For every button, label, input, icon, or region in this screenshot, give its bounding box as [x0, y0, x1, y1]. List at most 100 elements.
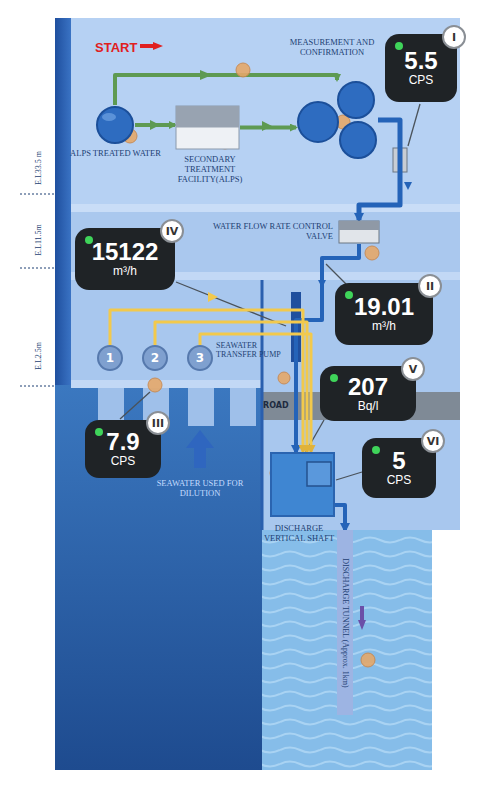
flow-arrow: [262, 121, 272, 131]
flow-arrow: [150, 120, 160, 130]
pump-label: SEAWATER TRANSFER PUMP: [216, 341, 282, 359]
node-outline: [270, 452, 335, 517]
tank-shape: [340, 122, 376, 158]
gauge-panel: I5.5CPS: [385, 34, 457, 102]
pump-circle: 2: [142, 345, 168, 371]
intake-channel: [188, 388, 214, 426]
gauge-value: 207: [348, 374, 388, 399]
elevation-label: E.L11.5m: [34, 224, 43, 256]
elevation-ticks: [20, 194, 55, 386]
sampling-point: [361, 653, 375, 667]
leader-line: [336, 472, 362, 480]
shaft-chamber: [307, 462, 331, 486]
callout-number: IV: [160, 219, 184, 243]
gauge-panel: V207Bq/l: [320, 366, 416, 421]
callout-number: II: [418, 274, 442, 298]
sampling-point: [365, 246, 379, 260]
gauge-unit: Bq/l: [358, 399, 379, 413]
road-label: ROAD: [263, 401, 289, 410]
pump-circle: 3: [187, 345, 213, 371]
quay-edge: [71, 380, 262, 388]
flow-arrow: [208, 292, 218, 302]
callout-number: I: [442, 25, 466, 49]
gauge-panel: VI5CPS: [362, 438, 436, 498]
process-node: ALPS TREATED WATER: [68, 103, 163, 175]
tank-shape: [97, 107, 133, 143]
gauge-panel: III7.9CPS: [85, 420, 161, 478]
flow-arrow: [318, 280, 326, 288]
sea: [55, 385, 262, 770]
gauge-value: 5: [392, 448, 405, 473]
gauge-unit: CPS: [409, 73, 434, 87]
pipe-connector: [115, 75, 337, 105]
shaft-shape: [271, 453, 334, 516]
status-dot: [395, 42, 403, 50]
status-dot: [372, 446, 380, 454]
elevation-tick: [20, 386, 55, 387]
facility-shape: [176, 106, 239, 149]
tunnel-label: DISCHARGE TUNNEL (Approx. 1km): [341, 558, 350, 687]
gauge-unit: m³/h: [113, 264, 137, 278]
tank-highlight: [102, 113, 116, 121]
intake-arrow: [186, 430, 214, 468]
facility-roof: [176, 106, 239, 128]
outflow-arrow: [358, 606, 366, 630]
node-label: SECONDARY TREATMENT FACILITY(ALPS): [160, 155, 260, 184]
elevation-tick: [20, 194, 55, 195]
process-node: WATER FLOW RATE CONTROL VALVE: [205, 218, 385, 250]
sea-outlet: [262, 530, 432, 770]
node-label: ALPS TREATED WATER: [68, 149, 163, 159]
gauge-value: 19.01: [354, 294, 414, 319]
pump-number: 3: [196, 351, 204, 365]
pipe-connector: [335, 505, 345, 530]
leader-line: [176, 282, 286, 326]
gauge-unit: CPS: [387, 473, 412, 487]
leader-line: [120, 392, 150, 419]
status-dot: [330, 374, 338, 382]
gauge-value: 5.5: [404, 48, 437, 73]
process-node: MEASUREMENT AND CONFIRMATION: [282, 38, 382, 162]
gauge-panel: IV15122m³/h: [75, 228, 175, 290]
elevation-label: E.L33.5 m: [34, 151, 43, 185]
elevation-tick: [20, 268, 55, 269]
intake-label: SEAWATER USED FOR DILUTION: [150, 478, 250, 498]
node-label: WATER FLOW RATE CONTROL VALVE: [205, 222, 333, 242]
node-outline: [296, 80, 378, 160]
tank-shape: [298, 102, 338, 142]
pump-number: 1: [106, 351, 114, 365]
valve-top: [339, 221, 379, 230]
sampling-point: [236, 63, 250, 77]
intake-channel: [230, 388, 256, 426]
node-outline: [338, 220, 380, 244]
pump-number: 2: [151, 351, 159, 365]
gauge-panel: II19.01m³/h: [335, 283, 433, 345]
elevation-label: E.L2.5m: [34, 342, 43, 370]
tank-shape: [338, 82, 374, 118]
flow-arrow: [404, 182, 412, 190]
callout-number: III: [146, 411, 170, 435]
shaft-area: [262, 280, 460, 530]
node-outline: [95, 105, 135, 145]
status-dot: [345, 291, 353, 299]
gauge-value: 7.9: [106, 429, 139, 454]
gauge-value: 15122: [92, 239, 159, 264]
gauge-unit: m³/h: [372, 319, 396, 333]
start-label: START: [95, 40, 137, 55]
pump-circle: 1: [97, 345, 123, 371]
leader-line: [408, 104, 420, 146]
start-arrow: [140, 42, 163, 50]
sampling-point: [148, 378, 162, 392]
wall-face: [55, 18, 71, 385]
process-node: SECONDARY TREATMENT FACILITY(ALPS): [160, 103, 260, 185]
node-label: DISCHARGE VERTICAL SHAFT: [262, 524, 336, 544]
node-outline: [175, 105, 240, 150]
pipe-connector: [155, 322, 307, 452]
flow-arrow: [200, 70, 212, 80]
callout-number: V: [401, 357, 425, 381]
leader-line: [326, 264, 346, 284]
callout-number: VI: [421, 429, 445, 453]
